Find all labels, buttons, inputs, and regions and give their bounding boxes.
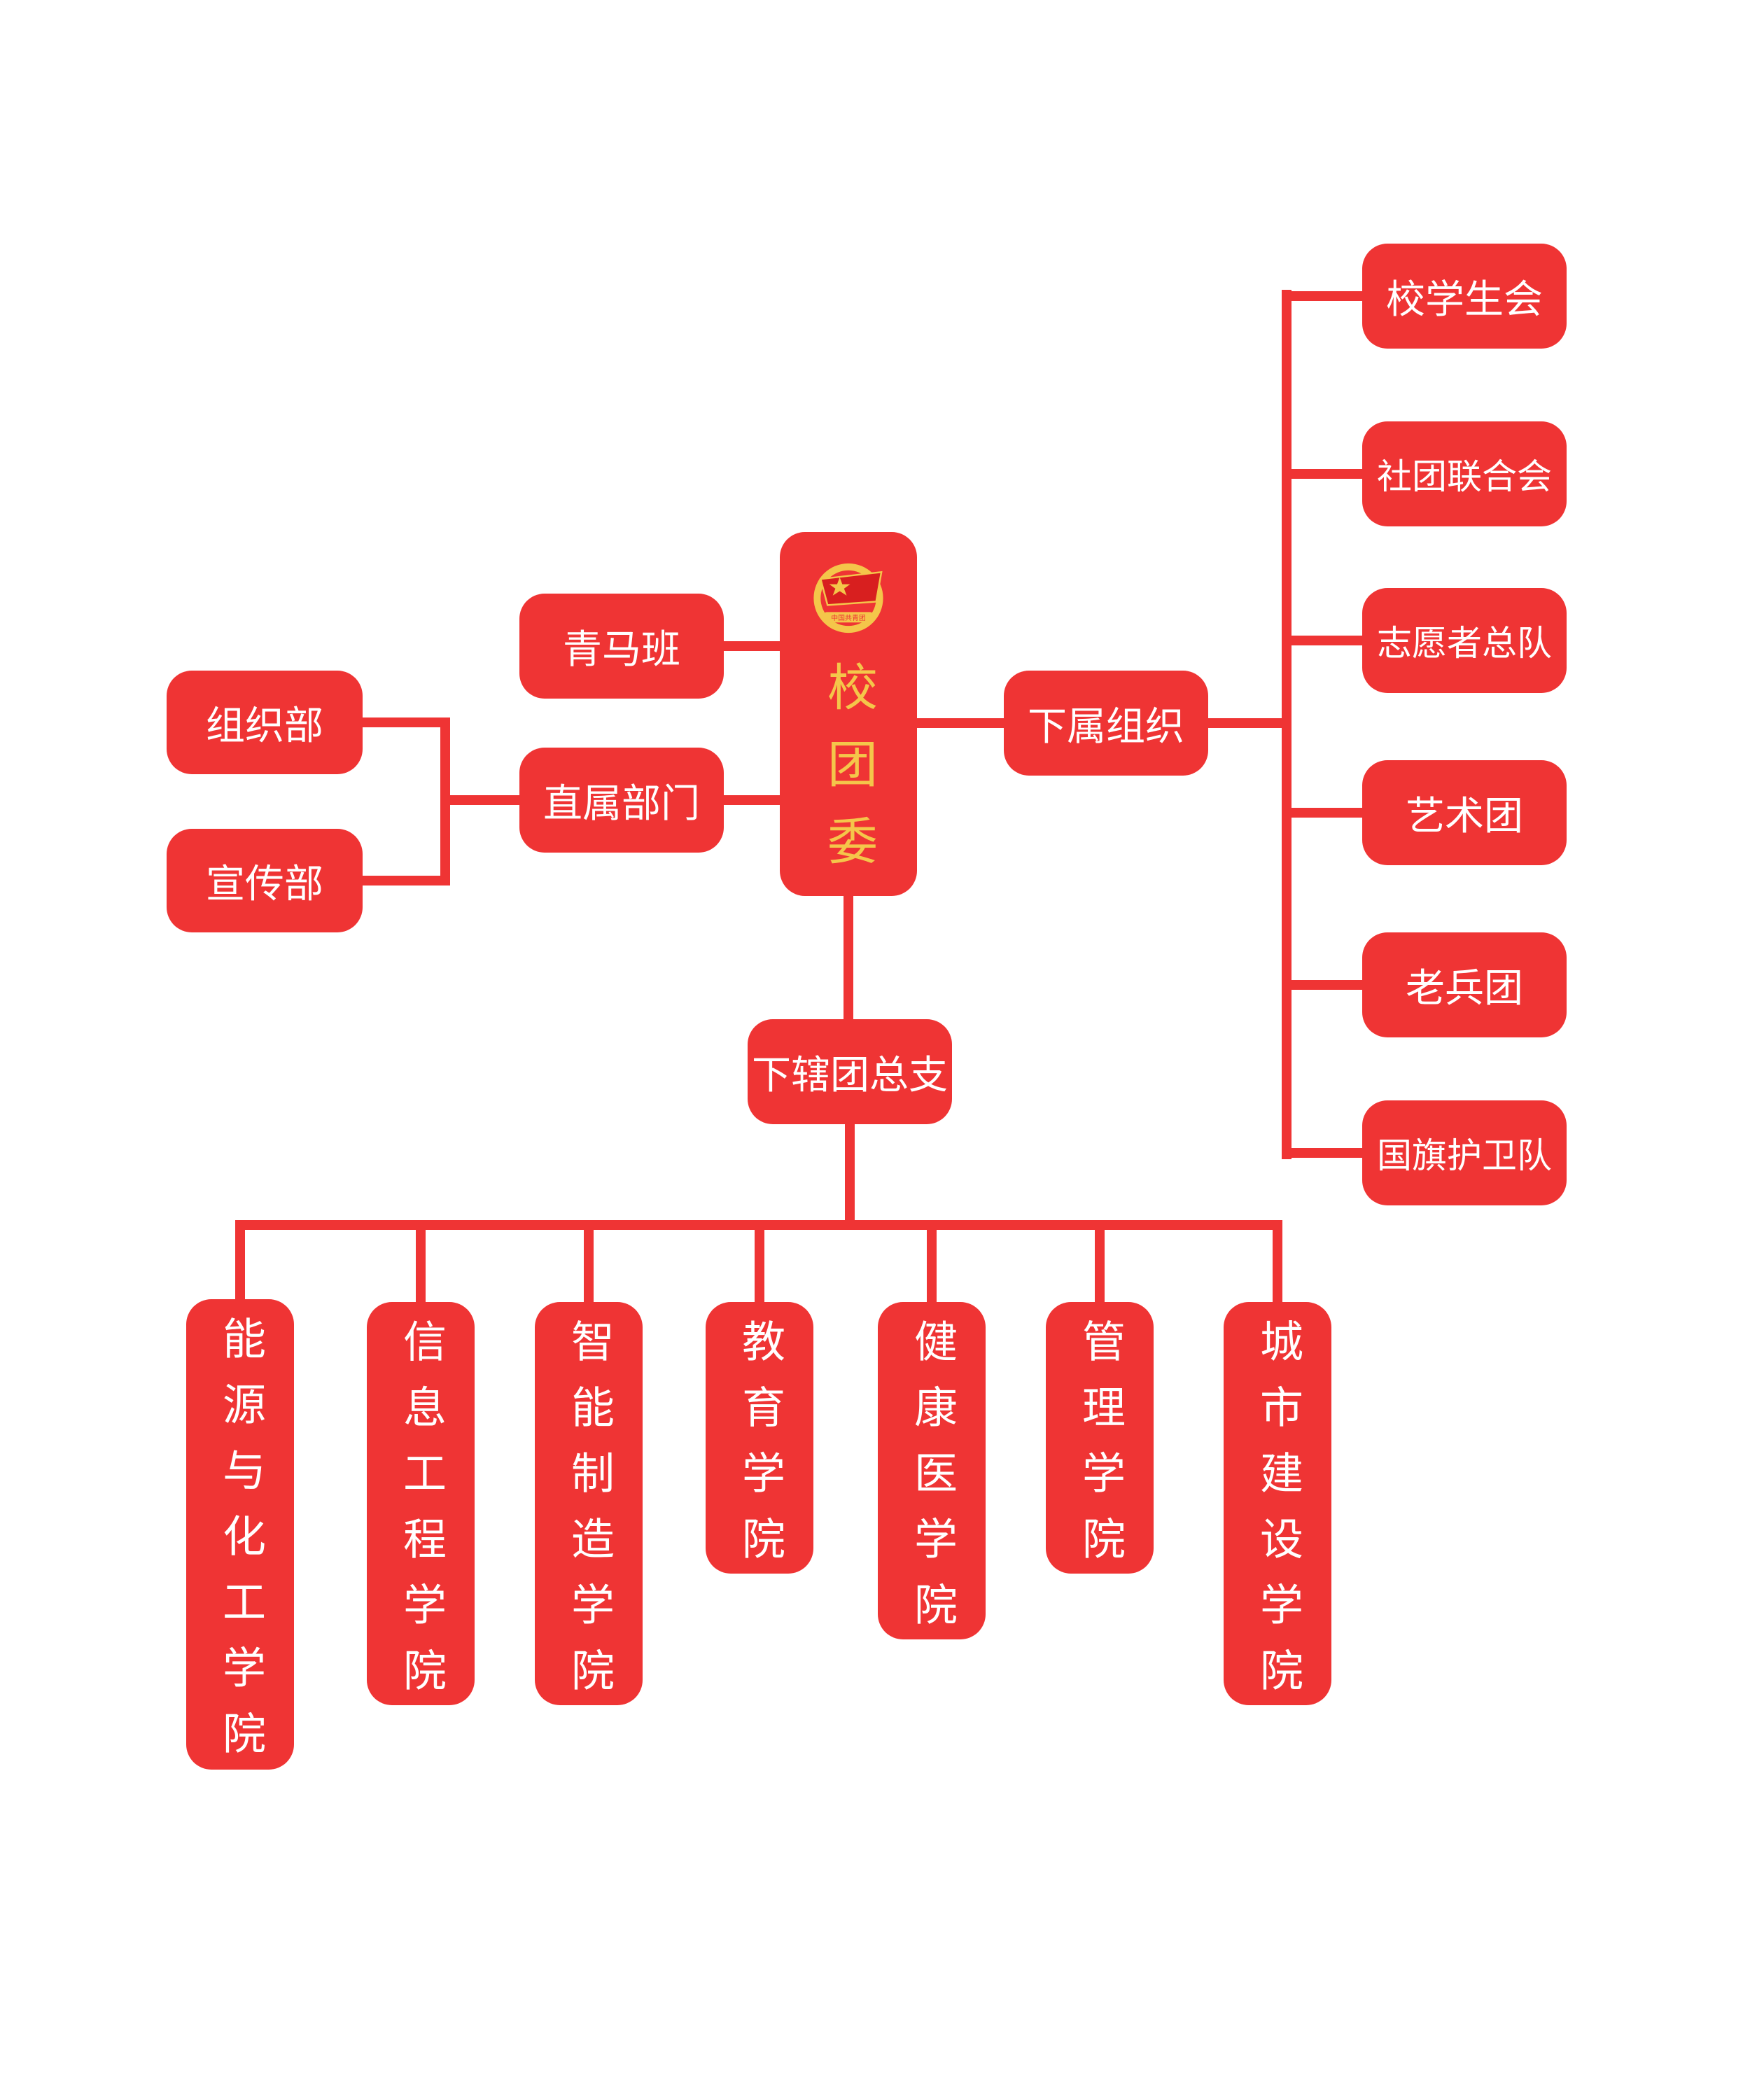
veteran-corps-node[interactable]: 老兵团 [1362,932,1567,1037]
organization-dept-node[interactable]: 组织部 [167,671,363,774]
league-branches-node[interactable]: 下辖团总支 [748,1019,952,1124]
flag-guard-node[interactable]: 国旗护卫队 [1362,1100,1567,1205]
college-health-medicine-node[interactable]: 健康医学院 [878,1302,986,1648]
root-node[interactable]: 中国共青团 校团委 [780,532,917,896]
college-education-node[interactable]: 教育学院 [706,1302,813,1582]
publicity-dept-node[interactable]: 宣传部 [167,829,363,932]
affiliated-orgs-node[interactable]: 下属组织 [1004,671,1208,776]
root-label: 校团委 [818,661,878,892]
direct-departments-node[interactable]: 直属部门 [519,748,724,853]
college-energy-chemical-node[interactable]: 能源与化工学院 [186,1299,294,1777]
club-federation-node[interactable]: 社团联合会 [1362,421,1567,526]
college-information-engineering-node[interactable]: 信息工程学院 [367,1302,475,1714]
qingma-class-node[interactable]: 青马班 [519,594,724,699]
emblem-lettering: 中国共青团 [831,613,866,622]
league-emblem-icon: 中国共青团 [813,563,883,634]
college-management-node[interactable]: 管理学院 [1046,1302,1154,1582]
student-union-node[interactable]: 校学生会 [1362,244,1567,349]
college-urban-construction-node[interactable]: 城市建设学院 [1224,1302,1331,1714]
art-troupe-node[interactable]: 艺术团 [1362,760,1567,865]
volunteer-corps-node[interactable]: 志愿者总队 [1362,588,1567,693]
college-intelligent-manufacturing-node[interactable]: 智能制造学院 [535,1302,643,1714]
